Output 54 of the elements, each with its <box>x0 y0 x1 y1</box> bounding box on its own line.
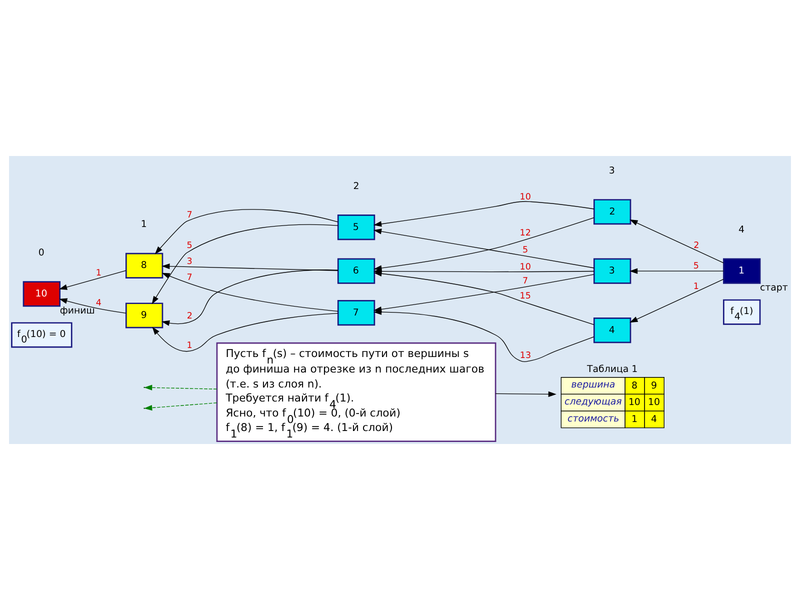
arrow <box>161 270 338 326</box>
arrow <box>152 224 338 304</box>
arrow <box>374 217 594 271</box>
edge-label: 7 <box>186 210 192 221</box>
edge-label: 5 <box>186 240 192 251</box>
node-box: 5 <box>337 214 376 240</box>
arrow <box>152 312 338 352</box>
node-box: 9 <box>125 302 164 328</box>
arrow <box>144 402 218 411</box>
edge-label: 12 <box>520 228 531 239</box>
edge-label: 10 <box>520 262 531 272</box>
edge-label: 15 <box>520 291 531 302</box>
node-box: 1 <box>723 258 761 284</box>
edge-label: 4 <box>96 298 102 309</box>
edge-label: 3 <box>186 256 192 267</box>
edge-label: 1 <box>186 341 192 352</box>
arrow <box>373 274 594 312</box>
label: 1 <box>140 219 147 230</box>
arrow <box>144 384 218 390</box>
arrow <box>162 272 338 312</box>
arrow <box>630 278 724 323</box>
node-box: 8 <box>125 252 164 278</box>
arrow <box>495 391 556 398</box>
arrow <box>373 228 594 268</box>
edge-label: 1 <box>96 268 102 278</box>
edge-label: 1 <box>693 282 699 292</box>
arrow <box>630 268 724 274</box>
node-box: 3 <box>593 258 632 284</box>
arrow <box>58 270 126 290</box>
edge-label: 5 <box>693 262 699 272</box>
edge-label: 10 <box>520 192 531 202</box>
node-box: 10 <box>22 281 61 307</box>
label: 2 <box>353 180 360 192</box>
edge-label: 5 <box>522 245 528 256</box>
edge-label: 2 <box>186 311 192 322</box>
arrow <box>630 220 724 264</box>
arrow <box>154 209 338 254</box>
label: 4 <box>738 224 744 236</box>
arrow <box>162 263 338 271</box>
edge-label: 13 <box>520 351 532 362</box>
node-label: старт <box>760 282 788 294</box>
label: 0 <box>38 247 44 258</box>
node-box: 4 <box>593 318 632 344</box>
edge-label: 2 <box>694 240 700 251</box>
node-box: 2 <box>593 199 632 225</box>
arrow <box>373 201 594 227</box>
node-label: финиш <box>60 306 95 317</box>
node-box: 7 <box>337 300 376 326</box>
node-label: Таблица 1 <box>587 364 638 376</box>
edge-label: 7 <box>522 276 528 286</box>
node-box: 6 <box>337 258 376 284</box>
label: 3 <box>608 165 615 176</box>
edge-label: 7 <box>186 273 192 284</box>
arrow <box>59 298 126 314</box>
